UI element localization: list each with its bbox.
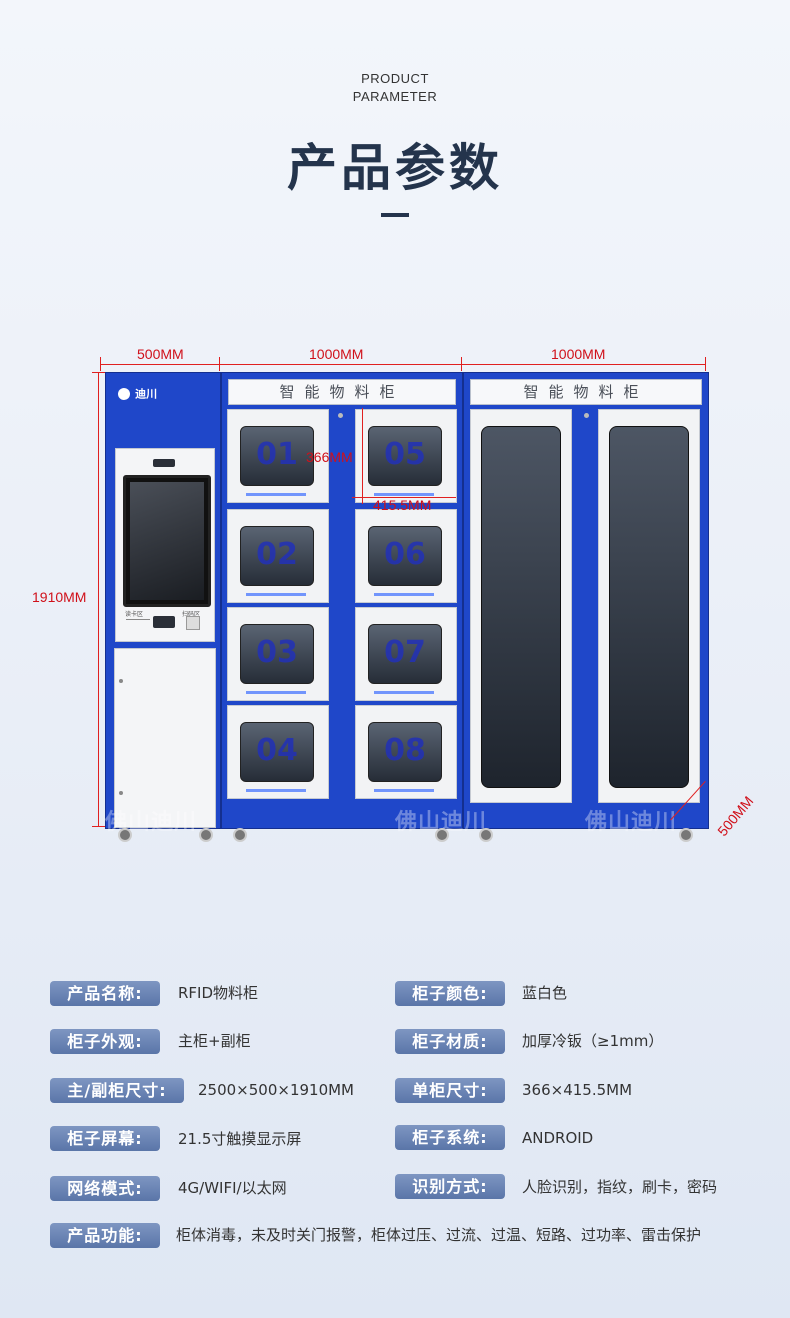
dim-tick xyxy=(92,372,106,373)
locker-number: 03 xyxy=(256,635,298,670)
locker-door-01[interactable]: 01 xyxy=(227,409,329,503)
param-label-size: 主/副柜尺寸: xyxy=(50,1078,184,1103)
param-label-color: 柜子颜色: xyxy=(395,981,505,1006)
terminal-cabinet: 迪川 读卡区 扫码区 xyxy=(105,372,221,829)
dim-door-width-line xyxy=(352,497,456,498)
locker-number: 02 xyxy=(256,537,298,572)
keyhole-icon xyxy=(119,679,123,683)
dim-tick xyxy=(705,357,706,371)
dim-depth: 500MM xyxy=(714,792,757,840)
caster-wheel xyxy=(118,828,132,842)
fingerprint-icon xyxy=(153,616,175,628)
param-label-name: 产品名称: xyxy=(50,981,160,1006)
brand-logo: 迪川 xyxy=(118,383,178,401)
watermark: 佛山迪川 xyxy=(585,810,678,835)
locker-door-06[interactable]: 06 xyxy=(355,509,457,603)
param-value-function: 柜体消毒，未及时关门报警，柜体过压、过流、过温、短路、过功率、雷击保护 xyxy=(176,1226,702,1244)
sub-cabinet: 智能物料柜 xyxy=(463,372,709,829)
keyhole-icon xyxy=(119,791,123,795)
param-value-appearance: 主柜+副柜 xyxy=(178,1032,251,1050)
locker-number: 01 xyxy=(256,437,298,472)
terminal-lower-door xyxy=(114,648,216,828)
dim-tick xyxy=(219,357,220,371)
dim-line-top xyxy=(100,364,706,365)
page-title: 产品参数 xyxy=(287,139,503,197)
caster-wheel xyxy=(479,828,493,842)
dim-tick xyxy=(100,357,101,371)
header-english: PRODUCT PARAMETER xyxy=(0,70,790,106)
camera-icon xyxy=(153,459,175,467)
locker-door-07[interactable]: 07 xyxy=(355,607,457,701)
param-label-unit-size: 单柜尺寸: xyxy=(395,1078,505,1103)
card-reader xyxy=(126,619,150,620)
sensor-dot xyxy=(338,413,343,418)
terminal-label-right: 扫码区 xyxy=(182,611,201,618)
param-label-screen: 柜子屏幕: xyxy=(50,1126,160,1151)
param-value-unit-size: 366×415.5MM xyxy=(522,1081,633,1099)
dim-tick xyxy=(92,826,106,827)
header-en-line1: PRODUCT xyxy=(361,71,429,86)
locker-number: 05 xyxy=(384,437,426,472)
param-label-identify: 识别方式: xyxy=(395,1174,505,1199)
locker-number: 08 xyxy=(384,733,426,768)
title-underline xyxy=(381,213,409,217)
locker-number: 07 xyxy=(384,635,426,670)
caster-wheel xyxy=(679,828,693,842)
dim-width-main: 1000MM xyxy=(309,346,364,362)
param-label-material: 柜子材质: xyxy=(395,1029,505,1054)
param-value-color: 蓝白色 xyxy=(522,984,568,1002)
dim-width-side: 500MM xyxy=(137,346,184,362)
locker-number: 06 xyxy=(384,537,426,572)
locker-door-03[interactable]: 03 xyxy=(227,607,329,701)
logo-mark-icon xyxy=(118,387,130,400)
param-value-size: 2500×500×1910MM xyxy=(198,1081,354,1099)
dim-door-height: 366MM xyxy=(306,449,353,465)
sensor-dot xyxy=(584,413,589,418)
locker-door-04[interactable]: 04 xyxy=(227,705,329,799)
dim-line-height xyxy=(98,372,99,827)
terminal-label-left: 读卡区 xyxy=(125,611,144,618)
cabinet-nameplate: 智能物料柜 xyxy=(228,379,456,405)
terminal-panel: 读卡区 扫码区 xyxy=(115,448,215,642)
param-value-material: 加厚冷钣（≥1mm） xyxy=(522,1032,664,1050)
dim-tick xyxy=(461,357,462,371)
param-label-appearance: 柜子外观: xyxy=(50,1029,160,1054)
param-value-identify: 人脸识别，指纹，刷卡，密码 xyxy=(522,1178,718,1196)
param-label-network: 网络模式: xyxy=(50,1176,160,1201)
locker-door-08[interactable]: 08 xyxy=(355,705,457,799)
tall-door-right[interactable] xyxy=(598,409,700,803)
header-en-line2: PARAMETER xyxy=(352,89,438,104)
sub-cabinet-nameplate: 智能物料柜 xyxy=(470,379,702,405)
param-value-network: 4G/WIFI/以太网 xyxy=(178,1179,287,1197)
brand-logo-text: 迪川 xyxy=(135,387,158,401)
param-label-system: 柜子系统: xyxy=(395,1125,505,1150)
dim-door-height-line xyxy=(362,408,363,504)
locker-number: 04 xyxy=(256,733,298,768)
locker-door-02[interactable]: 02 xyxy=(227,509,329,603)
param-label-function: 产品功能: xyxy=(50,1223,160,1248)
param-value-name: RFID物料柜 xyxy=(178,984,259,1002)
locker-door-05[interactable]: 05 xyxy=(355,409,457,503)
main-locker-cabinet: 智能物料柜 01 02 03 04 05 06 07 xyxy=(221,372,463,829)
dim-door-width: 415.5MM xyxy=(373,497,432,513)
dim-width-sub: 1000MM xyxy=(551,346,606,362)
param-value-system: ANDROID xyxy=(522,1129,594,1147)
touch-screen[interactable] xyxy=(123,475,211,607)
tall-door-left[interactable] xyxy=(470,409,572,803)
caster-wheel xyxy=(233,828,247,842)
param-value-screen: 21.5寸触摸显示屏 xyxy=(178,1130,302,1148)
dim-height: 1910MM xyxy=(32,589,87,605)
scanner-icon xyxy=(186,616,200,630)
caster-wheel xyxy=(199,828,213,842)
caster-wheel xyxy=(435,828,449,842)
